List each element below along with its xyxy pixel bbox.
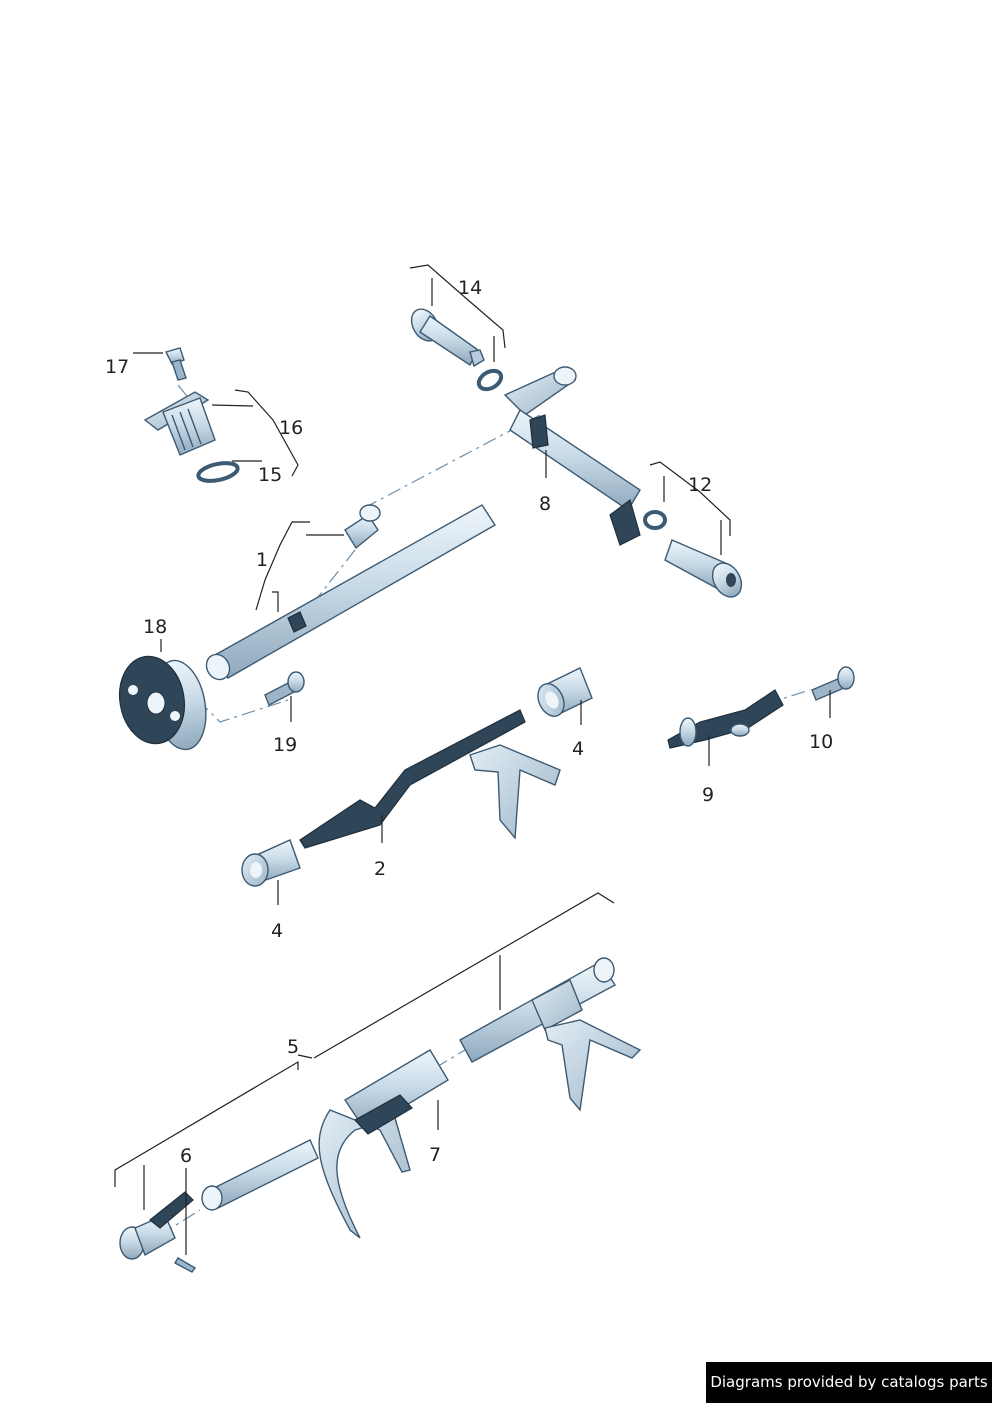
callout-4-upper: 4 (572, 738, 584, 760)
part-1-shift-rod (205, 504, 496, 681)
callout-18: 18 (143, 616, 167, 638)
callout-12: 12 (688, 474, 712, 496)
part-4-bushing-lower (241, 839, 301, 887)
part-17-bolt (164, 347, 187, 381)
callout-16: 16 (279, 417, 303, 439)
part-5-rod-and-fork-assembly (201, 957, 642, 1211)
part-7-large-shift-fork (318, 1049, 449, 1239)
part-10-bolt (811, 666, 855, 701)
part-6-fork-end (119, 1191, 197, 1273)
callout-19: 19 (273, 734, 297, 756)
callout-15: 15 (258, 464, 282, 486)
part-15-seal-ring (196, 461, 240, 483)
callout-7: 7 (429, 1144, 441, 1166)
part-14-threaded-plug (410, 308, 504, 392)
callout-8: 8 (539, 493, 551, 515)
callout-10: 10 (809, 731, 833, 753)
callout-9: 9 (702, 784, 714, 806)
callout-1: 1 (256, 549, 268, 571)
callout-2: 2 (374, 858, 386, 880)
callout-17: 17 (105, 356, 129, 378)
part-2-shift-fork (299, 709, 561, 849)
leader-lines (114, 264, 831, 1255)
callout-4-lower: 4 (271, 920, 283, 942)
callout-5: 5 (287, 1036, 299, 1058)
part-16-housing (143, 391, 216, 456)
catalog-credit-banner: Diagrams provided by catalogs parts (706, 1362, 992, 1403)
part-19-bolt (264, 671, 305, 706)
callout-14: 14 (458, 277, 482, 299)
part-8-selector-shaft (503, 366, 743, 598)
callout-labels: 14 12 8 17 16 15 1 18 19 4 10 9 2 4 5 6 … (105, 277, 833, 1167)
part-9-selector-mechanism (667, 689, 784, 749)
part-4-bushing-upper (537, 667, 593, 717)
callout-6: 6 (180, 1145, 192, 1167)
part-18-damper-disc (118, 655, 207, 751)
